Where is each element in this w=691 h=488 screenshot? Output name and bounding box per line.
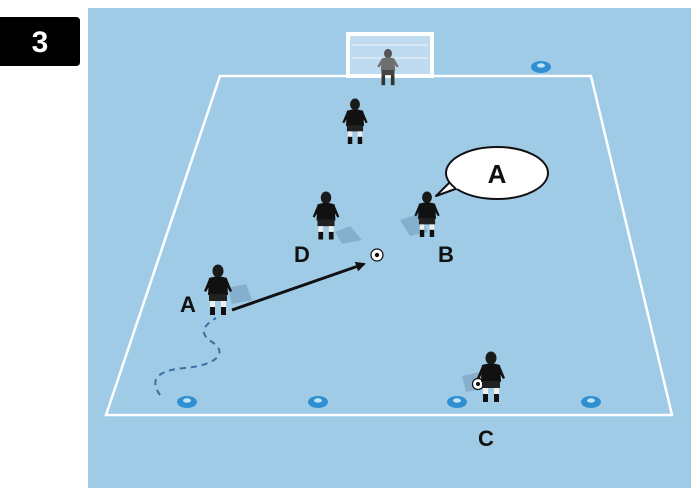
player-label-b: B — [438, 242, 454, 267]
player-label-a: A — [180, 292, 196, 317]
cone-bottom-2 — [308, 396, 328, 408]
ball — [371, 249, 383, 261]
step-number: 3 — [32, 26, 49, 59]
callout-text: A — [488, 159, 507, 189]
cone-top-right — [531, 61, 551, 73]
player-label-c: C — [478, 426, 494, 451]
cone-bottom-4 — [581, 396, 601, 408]
cone-bottom-1 — [177, 396, 197, 408]
cone-bottom-3 — [447, 396, 467, 408]
player-label-d: D — [294, 242, 310, 267]
